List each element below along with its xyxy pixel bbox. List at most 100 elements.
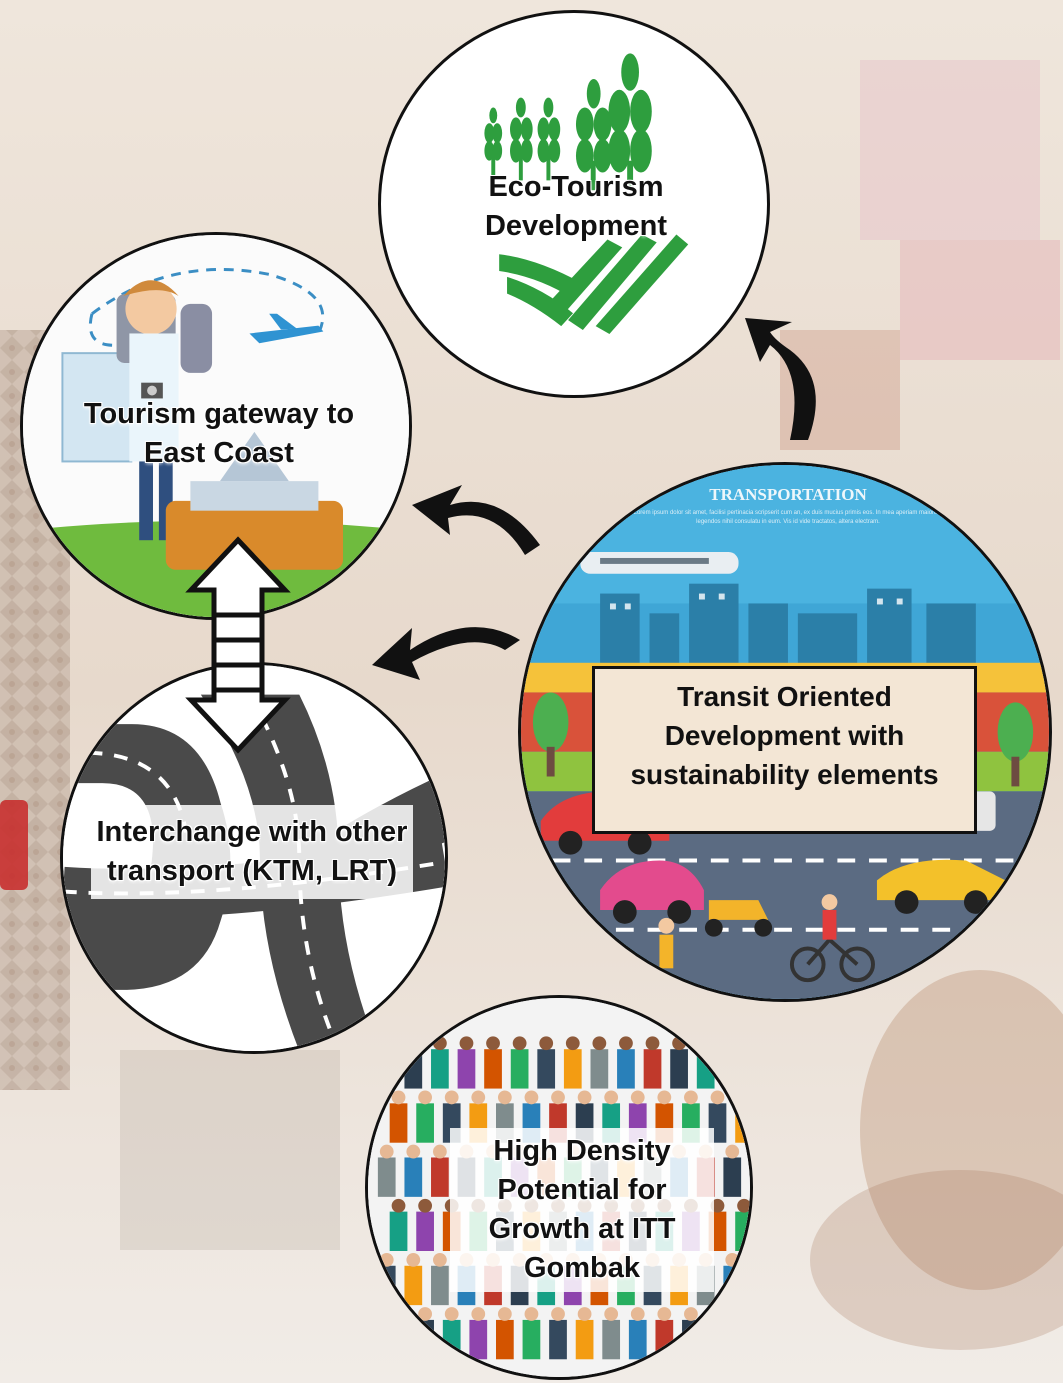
crowd-person-body	[735, 1103, 750, 1143]
crowd-person-body	[389, 1103, 408, 1143]
crowd-person-body	[404, 1265, 423, 1306]
crowd-person-body	[522, 1319, 541, 1360]
crowd-person-body	[617, 1049, 635, 1089]
train-icon	[580, 552, 739, 574]
yellow-car-icon	[876, 859, 1006, 901]
crowd-person-body	[563, 1049, 582, 1089]
crowd-person-body	[549, 1319, 567, 1360]
crowd-person-body	[389, 1319, 408, 1360]
node-high-density: High Density Potential for Growth at ITT…	[365, 995, 753, 1380]
crowd-person-head	[524, 1090, 539, 1105]
crowd-person-head	[657, 1090, 672, 1105]
crowd-person-head	[379, 1252, 394, 1267]
crowd-person-head	[391, 1307, 406, 1321]
tourism-gateway-label: Tourism gateway to East Coast	[83, 398, 355, 469]
crowd-person-head	[432, 1036, 447, 1051]
crowd-person-body	[723, 1265, 742, 1306]
crowd-person-body	[431, 1049, 449, 1089]
crowd-person-body	[670, 1049, 688, 1089]
crowd-person-head	[497, 1307, 512, 1321]
crowd-person-body	[643, 1049, 662, 1089]
crowd-person-body	[404, 1157, 423, 1197]
crowd-person-body	[416, 1211, 434, 1251]
crowd-person-body	[537, 1049, 556, 1089]
crowd-person-head	[418, 1307, 433, 1321]
crowd-person-body	[457, 1049, 476, 1089]
node-eco-tourism: Eco-Tourism Development	[378, 10, 770, 398]
crowd-person-head	[391, 1198, 406, 1213]
crowd-person-head	[444, 1090, 459, 1105]
node-tourism-gateway: Tourism gateway to East Coast	[20, 232, 412, 620]
crowd-person-head	[406, 1144, 421, 1159]
crowd-person-body	[431, 1157, 449, 1197]
node-interchange: Interchange with other transport (KTM, L…	[60, 662, 448, 1054]
crowd-person-body	[377, 1049, 396, 1089]
crowd-person-head	[645, 1036, 660, 1051]
crowd-person-head	[497, 1090, 512, 1105]
crowd-person-head	[565, 1036, 580, 1051]
crowd-person-head	[551, 1090, 565, 1105]
transportation-banner: TRANSPORTATION	[709, 485, 867, 504]
crowd-person-body	[602, 1319, 621, 1360]
crowd-person-body	[575, 1319, 594, 1360]
interchange-label: Interchange with other transport (KTM, L…	[91, 805, 413, 899]
crowd-person-head	[459, 1036, 474, 1051]
crowd-person-head	[672, 1036, 686, 1051]
crowd-person-body	[416, 1319, 434, 1360]
high-density-label: High Density Potential for Growth at ITT…	[450, 1128, 714, 1292]
crowd-person-head	[592, 1036, 607, 1051]
crowd-person-head	[551, 1307, 565, 1321]
eco-tourism-label: Eco-Tourism Development	[484, 171, 668, 242]
crowd-person-head	[444, 1307, 459, 1321]
crowd-person-body	[495, 1319, 514, 1360]
crowd-person-body	[682, 1319, 700, 1360]
crowd-person-body	[590, 1049, 609, 1089]
crowd-person-body	[723, 1157, 742, 1197]
crowd-person-body	[416, 1103, 434, 1143]
crowd-person-body	[696, 1049, 715, 1089]
plane-icon	[249, 313, 324, 344]
crowd-person-head	[630, 1307, 645, 1321]
crowd-person-body	[389, 1211, 408, 1251]
crowd-person-head	[710, 1198, 725, 1213]
crowd-person-head	[737, 1090, 750, 1105]
crowd-person-body	[723, 1049, 742, 1089]
crowd-person-body	[628, 1319, 647, 1360]
crowd-person-head	[486, 1036, 500, 1051]
crowd-person-head	[524, 1307, 539, 1321]
crowd-person-head	[737, 1307, 750, 1321]
crowd-person-body	[735, 1319, 750, 1360]
scooter-icon	[708, 900, 769, 920]
crowd-person-head	[512, 1036, 527, 1051]
crowd-person-body	[442, 1319, 461, 1360]
crowd-person-head	[539, 1036, 554, 1051]
crowd-person-head	[379, 1144, 394, 1159]
crowd-person-head	[725, 1252, 740, 1267]
crowd-person-head	[710, 1307, 725, 1321]
crowd-person-head	[471, 1307, 486, 1321]
crowd-person-head	[619, 1036, 633, 1051]
crowd-person-head	[710, 1090, 725, 1105]
crowd-person-head	[471, 1090, 486, 1105]
crowd-person-body	[484, 1049, 502, 1089]
tree-icon	[532, 692, 1034, 787]
crowd-person-head	[379, 1036, 394, 1051]
pink-car-icon	[600, 860, 704, 910]
crowd-person-head	[406, 1252, 421, 1267]
crowd-person-head	[406, 1036, 421, 1051]
crowd-person-body	[431, 1265, 449, 1306]
crowd-person-head	[657, 1307, 672, 1321]
crowd-person-head	[577, 1090, 592, 1105]
crowd-person-head	[725, 1144, 740, 1159]
crowd-person-head	[391, 1090, 406, 1105]
crowd-person-body	[404, 1049, 423, 1089]
crowd-person-head	[604, 1090, 619, 1105]
crowd-person-head	[418, 1198, 433, 1213]
crowd-person-head	[432, 1144, 447, 1159]
crowd-person-head	[684, 1090, 698, 1105]
crowd-person-head	[418, 1090, 433, 1105]
crowd-person-body	[510, 1049, 529, 1089]
crowd-person-head	[577, 1307, 592, 1321]
crowd-person-body	[469, 1319, 488, 1360]
crowd-person-body	[735, 1211, 750, 1251]
